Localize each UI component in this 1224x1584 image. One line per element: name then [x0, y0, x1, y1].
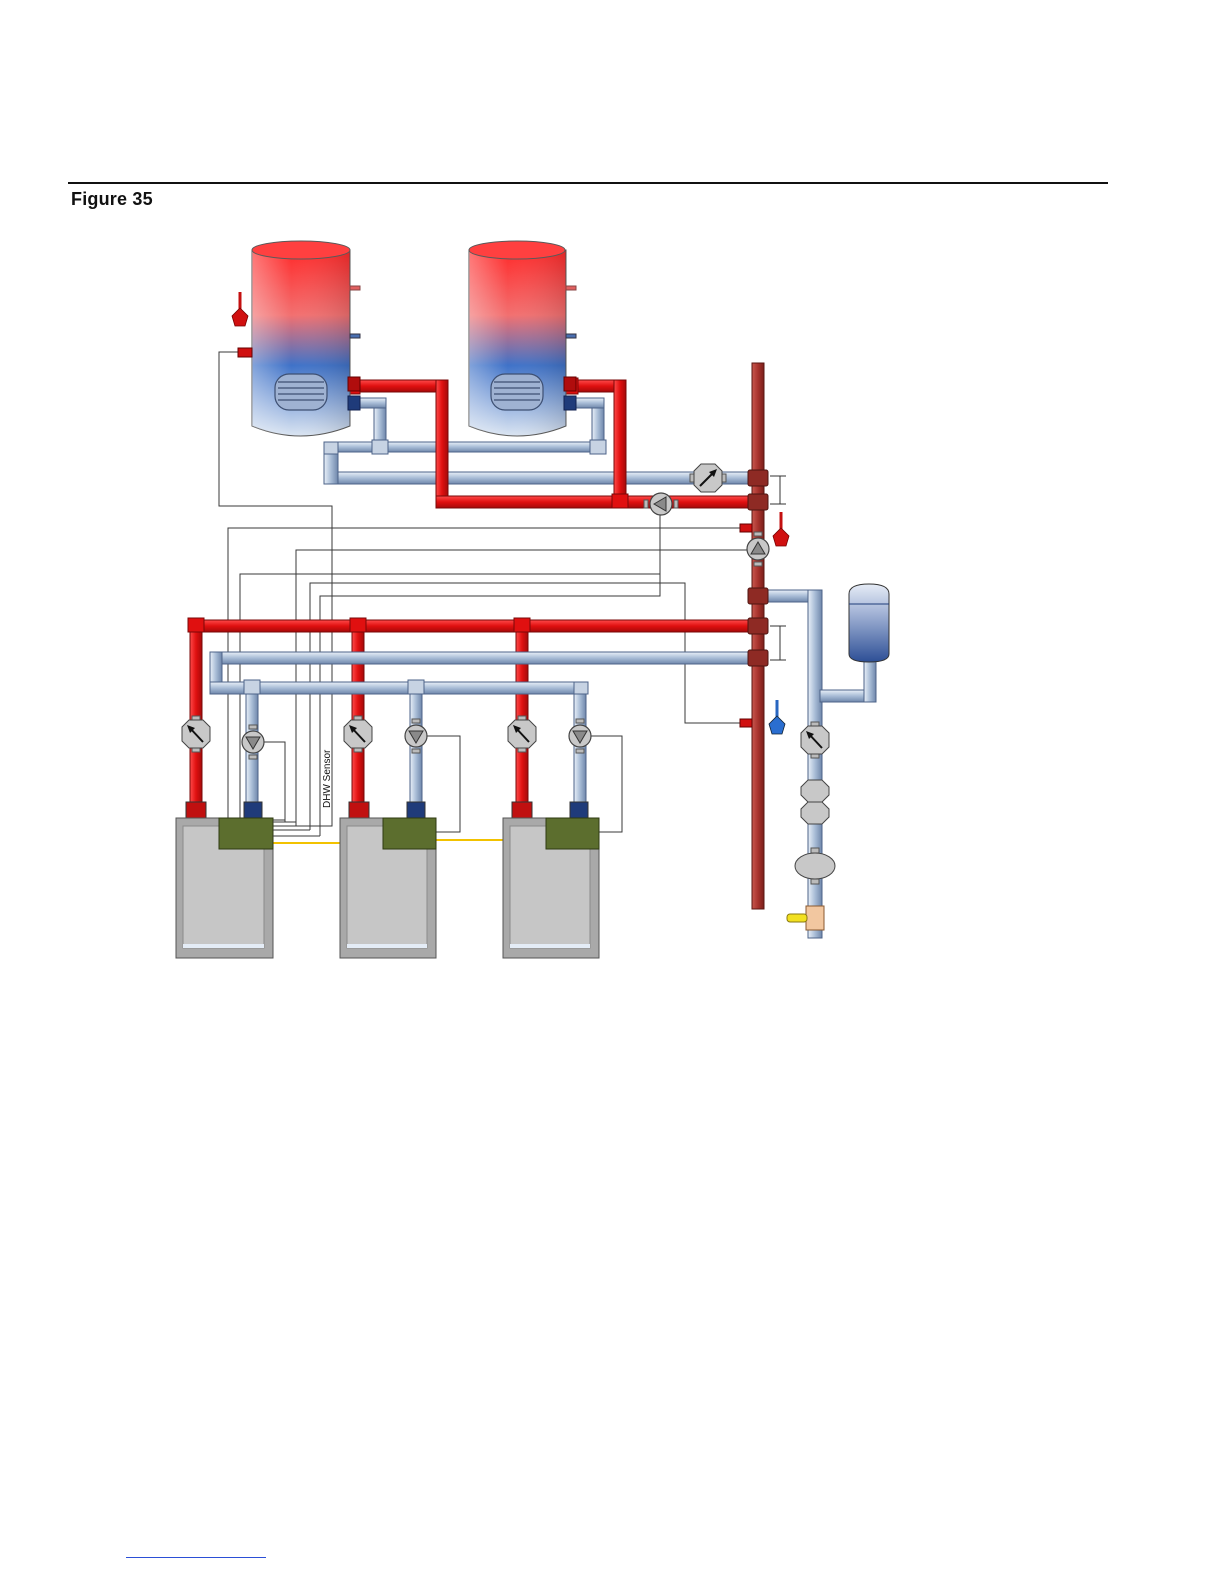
- wire-e: [320, 574, 660, 836]
- check-valve-icon: [344, 716, 372, 752]
- boiler1-pump-wire: [273, 742, 285, 820]
- boiler-3: [503, 818, 599, 958]
- check-valve-icon: [690, 464, 726, 492]
- wire-a: [228, 528, 745, 818]
- system-return-piping: [210, 652, 754, 806]
- tank-2-coil: [491, 374, 543, 410]
- pressure-reducing-valve-icon: [801, 722, 829, 758]
- check-valve-icon: [182, 716, 210, 752]
- primary-manifold: [752, 363, 764, 909]
- dhw-sensor-label: DHW Sensor: [322, 749, 333, 808]
- dhw-sensor-wire: [262, 742, 285, 822]
- shutoff-valve-icon: [787, 906, 824, 930]
- indirect-tank-2: [469, 241, 576, 436]
- close-spaced-tee-marks: [770, 476, 786, 660]
- boiler-connection-stubs: [186, 802, 588, 818]
- tank-1-coil: [275, 374, 327, 410]
- thermometer-icon: [773, 512, 789, 546]
- backflow-preventer-icon: [801, 780, 829, 824]
- thermometer-icon: [769, 700, 785, 734]
- check-valve-icon: [508, 716, 536, 752]
- fill-valve-icon: [795, 848, 835, 884]
- thermometer-icon: [232, 292, 248, 326]
- expansion-tank-icon: [849, 584, 889, 662]
- indirect-tank-1: [238, 241, 360, 436]
- boiler-2: [340, 818, 436, 958]
- supply-sensor: [740, 524, 752, 532]
- footer-link-underline[interactable]: [126, 1557, 266, 1558]
- boiler-1: [176, 818, 273, 958]
- system-supply-piping: [190, 620, 754, 806]
- return-sensor: [740, 719, 752, 727]
